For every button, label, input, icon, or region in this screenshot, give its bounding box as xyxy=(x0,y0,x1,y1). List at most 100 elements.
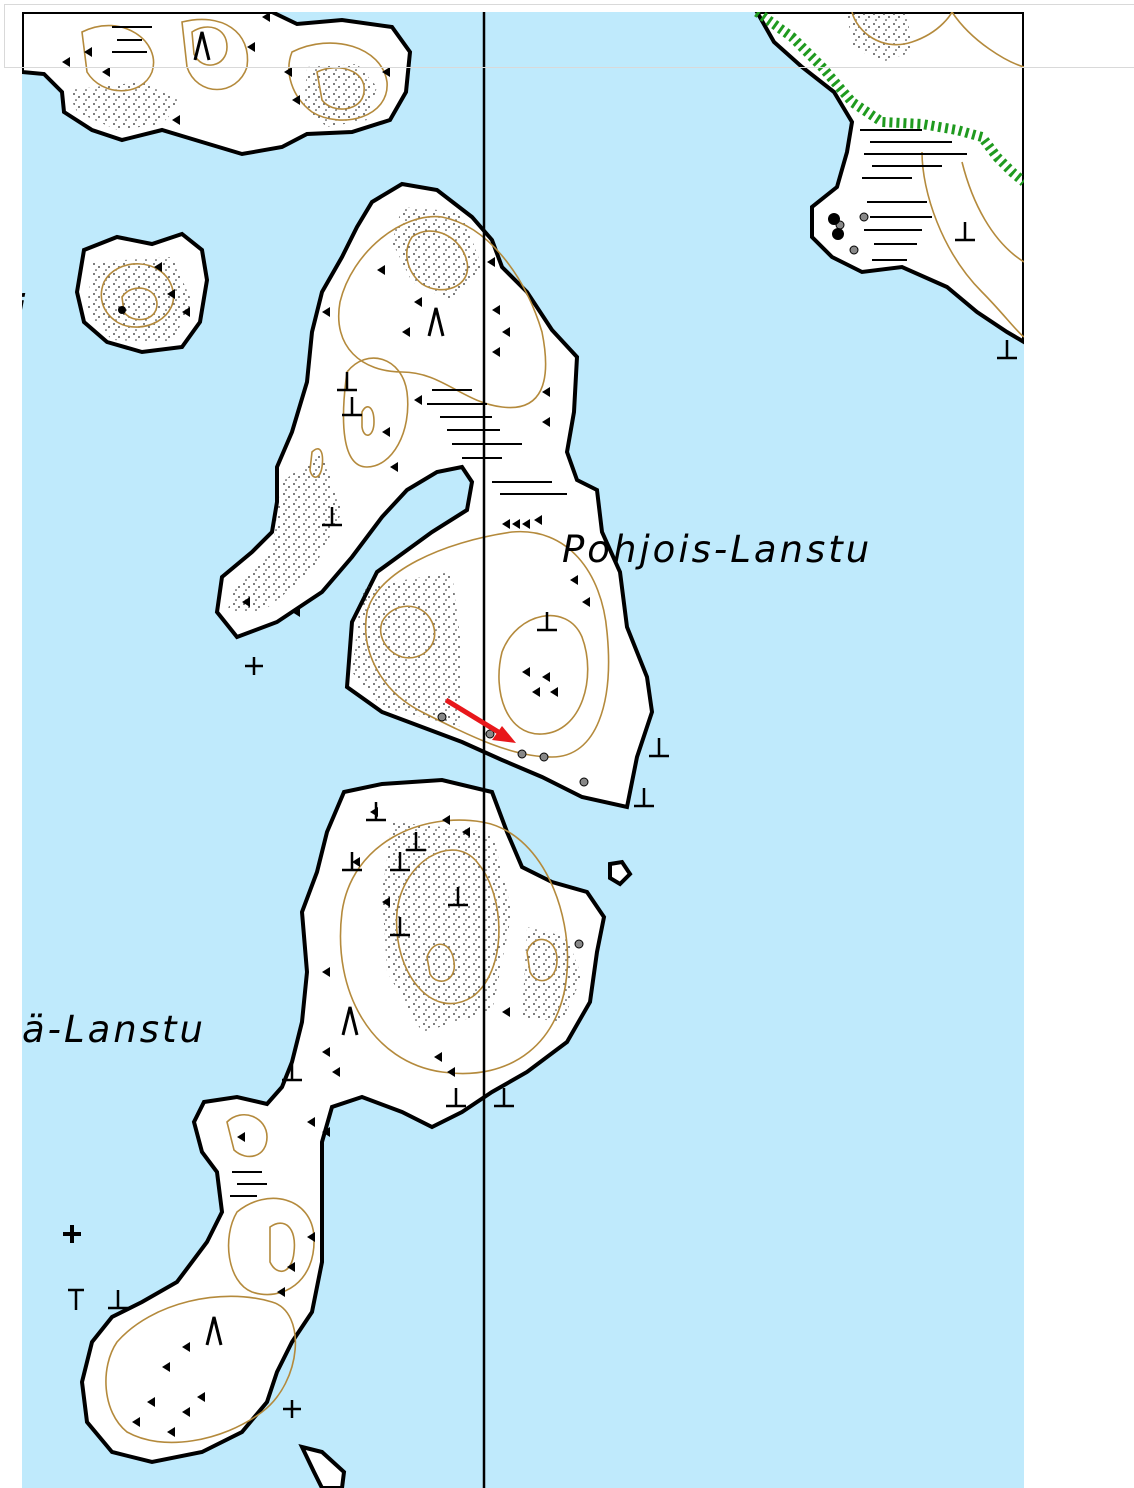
boulder-icon xyxy=(108,1290,128,1310)
cliff-icon xyxy=(341,1006,359,1036)
boulder-field-icon xyxy=(542,387,550,397)
boulder-field-icon xyxy=(247,42,255,52)
boulder-field-icon xyxy=(102,67,110,77)
boulder-field-icon xyxy=(402,327,410,337)
stone-icon xyxy=(849,245,859,255)
island-small-left xyxy=(74,231,210,355)
boulder-field-icon xyxy=(292,607,300,617)
stone-icon xyxy=(517,749,527,759)
boulder-field-icon xyxy=(502,1007,510,1017)
boulder-icon xyxy=(537,612,557,632)
boulder-field-icon xyxy=(532,687,540,697)
boulder-field-icon xyxy=(522,667,530,677)
stone-icon xyxy=(539,752,549,762)
boulder-field-icon xyxy=(390,462,398,472)
boulder-field-icon xyxy=(62,57,70,67)
boulder-field-icon xyxy=(492,347,500,357)
boulder-field-icon xyxy=(182,1342,190,1352)
boulder-field-icon xyxy=(502,327,510,337)
stone-icon xyxy=(579,777,589,787)
boulder-field-icon xyxy=(487,257,495,267)
boulder-field-icon xyxy=(352,857,360,867)
boulder-large-icon xyxy=(828,213,840,225)
boulder-field-icon xyxy=(462,827,470,837)
rock-islet xyxy=(608,859,633,887)
boulder-field-icon xyxy=(172,115,180,125)
stone-icon xyxy=(437,712,447,722)
boulder-field-icon xyxy=(167,289,175,299)
survey-point-icon xyxy=(63,1225,81,1243)
boulder-field-icon xyxy=(154,262,162,272)
boulder-icon xyxy=(342,852,362,872)
boulder-field-icon xyxy=(434,1052,442,1062)
boulder-icon xyxy=(342,397,362,417)
boulder-field-icon xyxy=(287,1262,295,1272)
boulder-field-icon xyxy=(570,575,578,585)
boulder-field-icon xyxy=(307,1232,315,1242)
boulder-field-icon xyxy=(382,427,390,437)
topographic-map[interactable] xyxy=(22,12,1024,1488)
boulder-large-icon xyxy=(832,228,844,240)
boulder-icon xyxy=(634,788,654,808)
location-marker-arrow[interactable] xyxy=(444,697,516,743)
boulder-field-icon xyxy=(414,395,422,405)
boulder-field-icon xyxy=(502,519,510,529)
boulder-icon xyxy=(322,507,342,527)
boulder-field-icon xyxy=(162,1362,170,1372)
boulder-field-icon xyxy=(84,47,92,57)
boulder-icon xyxy=(390,917,410,937)
boulder-field-icon xyxy=(242,597,250,607)
boulder-field-icon xyxy=(197,1392,205,1402)
boulder-field-icon xyxy=(542,672,550,682)
cliff-icon xyxy=(193,31,211,61)
boulder-field-icon xyxy=(182,1407,190,1417)
right-margin xyxy=(1024,0,1134,1488)
survey-point-icon xyxy=(245,657,263,675)
boulder-field-icon xyxy=(522,519,530,529)
boulder-icon xyxy=(997,340,1017,360)
island-north-middle xyxy=(214,181,655,810)
boulder-field-icon xyxy=(322,967,330,977)
boulder-field-icon xyxy=(542,417,550,427)
place-label-partial: i xyxy=(22,288,28,328)
boulder-field-icon xyxy=(550,687,558,697)
island-tiny-bottom xyxy=(298,1444,347,1488)
boulder-field-icon xyxy=(582,597,590,607)
boulder-field-icon xyxy=(442,815,450,825)
boulder-field-icon xyxy=(322,307,330,317)
boulder-field-icon xyxy=(512,519,520,529)
boulder-field-icon xyxy=(237,1132,245,1142)
terrain-symbols xyxy=(62,12,1017,1437)
stone-icon xyxy=(574,939,584,949)
boulder-field-icon xyxy=(414,297,422,307)
boulder-icon xyxy=(494,1088,514,1108)
boulder-field-icon xyxy=(307,1117,315,1127)
boulder-field-icon xyxy=(284,67,292,77)
island-south xyxy=(79,777,607,1465)
boulder-icon xyxy=(446,1088,466,1108)
survey-point-icon xyxy=(283,1400,301,1418)
boulder-icon xyxy=(406,832,426,852)
boulder-field-icon xyxy=(262,12,270,22)
boulder-field-icon xyxy=(292,95,300,105)
boulder-field-icon xyxy=(332,1067,340,1077)
boulder-icon xyxy=(366,802,386,822)
boulder-field-icon xyxy=(167,1427,175,1437)
boulder-field-icon xyxy=(382,897,390,907)
cliff-icon xyxy=(205,1316,223,1346)
cliff-icon xyxy=(427,307,445,337)
marsh-symbols xyxy=(112,26,967,1197)
map-view[interactable]: Pohjois-Lanstu ä-Lanstu i xyxy=(22,12,1024,1488)
boulder-field-icon xyxy=(147,1397,155,1407)
boulder-field-icon xyxy=(277,1287,285,1297)
boulder-field-icon xyxy=(492,305,500,315)
place-label-pohjois-lanstu: Pohjois-Lanstu xyxy=(562,528,873,571)
boulder-field-icon xyxy=(382,67,390,77)
boulder-field-icon xyxy=(182,307,190,317)
boulder-icon xyxy=(337,372,357,392)
boulder-field-icon xyxy=(132,1417,140,1427)
stone-icon xyxy=(485,729,495,739)
top-margin xyxy=(0,0,1134,12)
boulder-icon xyxy=(955,222,975,242)
boulder-icon xyxy=(68,1288,84,1310)
